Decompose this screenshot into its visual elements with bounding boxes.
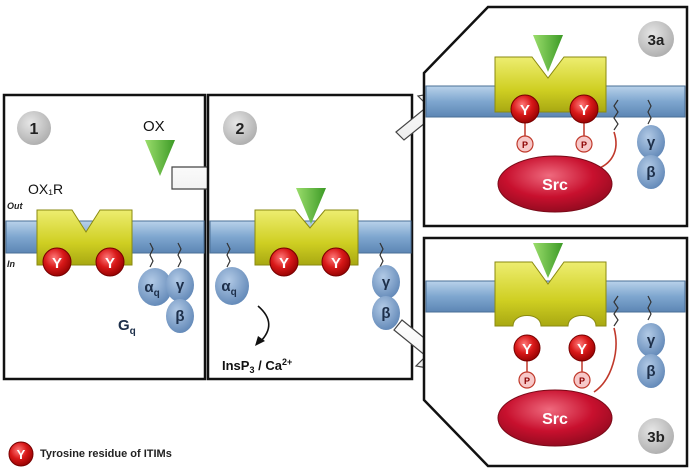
step-badge [223, 111, 257, 145]
phosphate-group: P [516, 135, 534, 153]
signal-arrow [257, 305, 270, 343]
svg-text:Y: Y [331, 255, 341, 272]
svg-text:γ: γ [647, 332, 656, 349]
tyrosine-residue: Y [95, 247, 125, 277]
tyrosine-residue: Y [569, 94, 599, 124]
g-alpha-subunit: αq [215, 267, 249, 305]
lipid-anchor [647, 295, 652, 321]
panel-3b: 3b Y Y P P Src γ [422, 236, 689, 468]
legend-label: Tyrosine residue of ITIMs [40, 448, 172, 460]
panel-3a: 3a Y Y P P Src γ [422, 5, 689, 228]
step-number: 2 [236, 121, 245, 138]
svg-text:Src: Src [542, 177, 568, 194]
svg-text:Y: Y [577, 341, 587, 358]
orexin-ligand [145, 140, 175, 176]
g-alpha-subunit: αq [138, 268, 172, 306]
svg-text:Y: Y [52, 255, 62, 272]
svg-text:P: P [581, 140, 587, 150]
lipid-anchor [613, 295, 619, 327]
svg-text:P: P [579, 376, 585, 386]
gq-label: Gq [118, 317, 136, 337]
g-gamma-subunit: γ [166, 268, 194, 302]
step-badge [638, 418, 674, 454]
g-gamma-subunit: γ [637, 125, 665, 159]
src-kinase: Src [497, 389, 613, 447]
signal-arrowhead [255, 336, 265, 346]
lipid-anchor [647, 99, 652, 125]
svg-text:γ: γ [176, 277, 185, 294]
svg-text:β: β [175, 308, 184, 325]
panel-1: 1 OX OX₁R Out In Y Y αq γ β Gq [2, 93, 207, 381]
step-number: 3b [647, 429, 665, 446]
svg-text:αq: αq [221, 278, 236, 298]
g-beta-subunit: β [166, 299, 194, 333]
step-badge [17, 111, 51, 145]
tyrosine-residue: Y [269, 247, 299, 277]
svg-text:P: P [522, 140, 528, 150]
lipid-anchor [177, 242, 182, 268]
lipid-anchor [226, 242, 231, 268]
tyrosine-residue: Y [510, 94, 540, 124]
second-messenger-label: InsP3 / Ca2+ [222, 357, 292, 375]
svg-text:β: β [646, 363, 655, 380]
lipid-anchor [613, 99, 619, 131]
receptor [494, 261, 607, 327]
legend: Y Tyrosine residue of ITIMs [8, 441, 172, 467]
g-gamma-subunit: γ [372, 265, 400, 299]
svg-text:Y: Y [522, 341, 532, 358]
svg-text:Y: Y [279, 255, 289, 272]
svg-text:β: β [646, 164, 655, 181]
tyrosine-residue: Y [321, 247, 351, 277]
panel-2: 2 Y Y αq γ β InsP3 / Ca2+ [206, 93, 414, 381]
svg-text:Src: Src [542, 411, 568, 428]
receptor-label: OX₁R [28, 181, 63, 197]
ligand-label: OX [143, 118, 165, 135]
src-membrane-tether [593, 327, 617, 393]
svg-text:γ: γ [382, 274, 391, 291]
g-gamma-subunit: γ [637, 323, 665, 357]
tyrosine-residue: Y [42, 247, 72, 277]
svg-text:Y: Y [17, 447, 26, 462]
orexin-ligand [533, 243, 563, 278]
g-beta-subunit: β [637, 155, 665, 189]
tyrosine-legend-icon: Y [8, 441, 34, 467]
out-label: Out [7, 201, 23, 211]
g-beta-subunit: β [637, 354, 665, 388]
src-kinase: Src [497, 155, 613, 213]
in-label: In [7, 259, 16, 269]
phosphate-group: P [575, 135, 593, 153]
svg-text:Y: Y [105, 255, 115, 272]
phosphate-group: P [573, 371, 591, 389]
tyrosine-residue: Y [513, 334, 541, 362]
svg-text:γ: γ [647, 134, 656, 151]
svg-text:Y: Y [520, 102, 530, 119]
g-beta-subunit: β [372, 296, 400, 330]
phosphate-group: P [518, 371, 536, 389]
lipid-anchor [149, 242, 154, 268]
orexin-ligand [533, 35, 563, 72]
svg-text:β: β [381, 305, 390, 322]
orexin-ligand [296, 188, 326, 224]
step-badge [638, 21, 674, 57]
step-number: 1 [30, 121, 39, 138]
step-number: 3a [648, 32, 665, 49]
lipid-anchor [379, 242, 384, 268]
svg-text:Y: Y [579, 102, 589, 119]
svg-text:P: P [524, 376, 530, 386]
tyrosine-residue: Y [568, 334, 596, 362]
svg-text:αq: αq [144, 279, 159, 299]
